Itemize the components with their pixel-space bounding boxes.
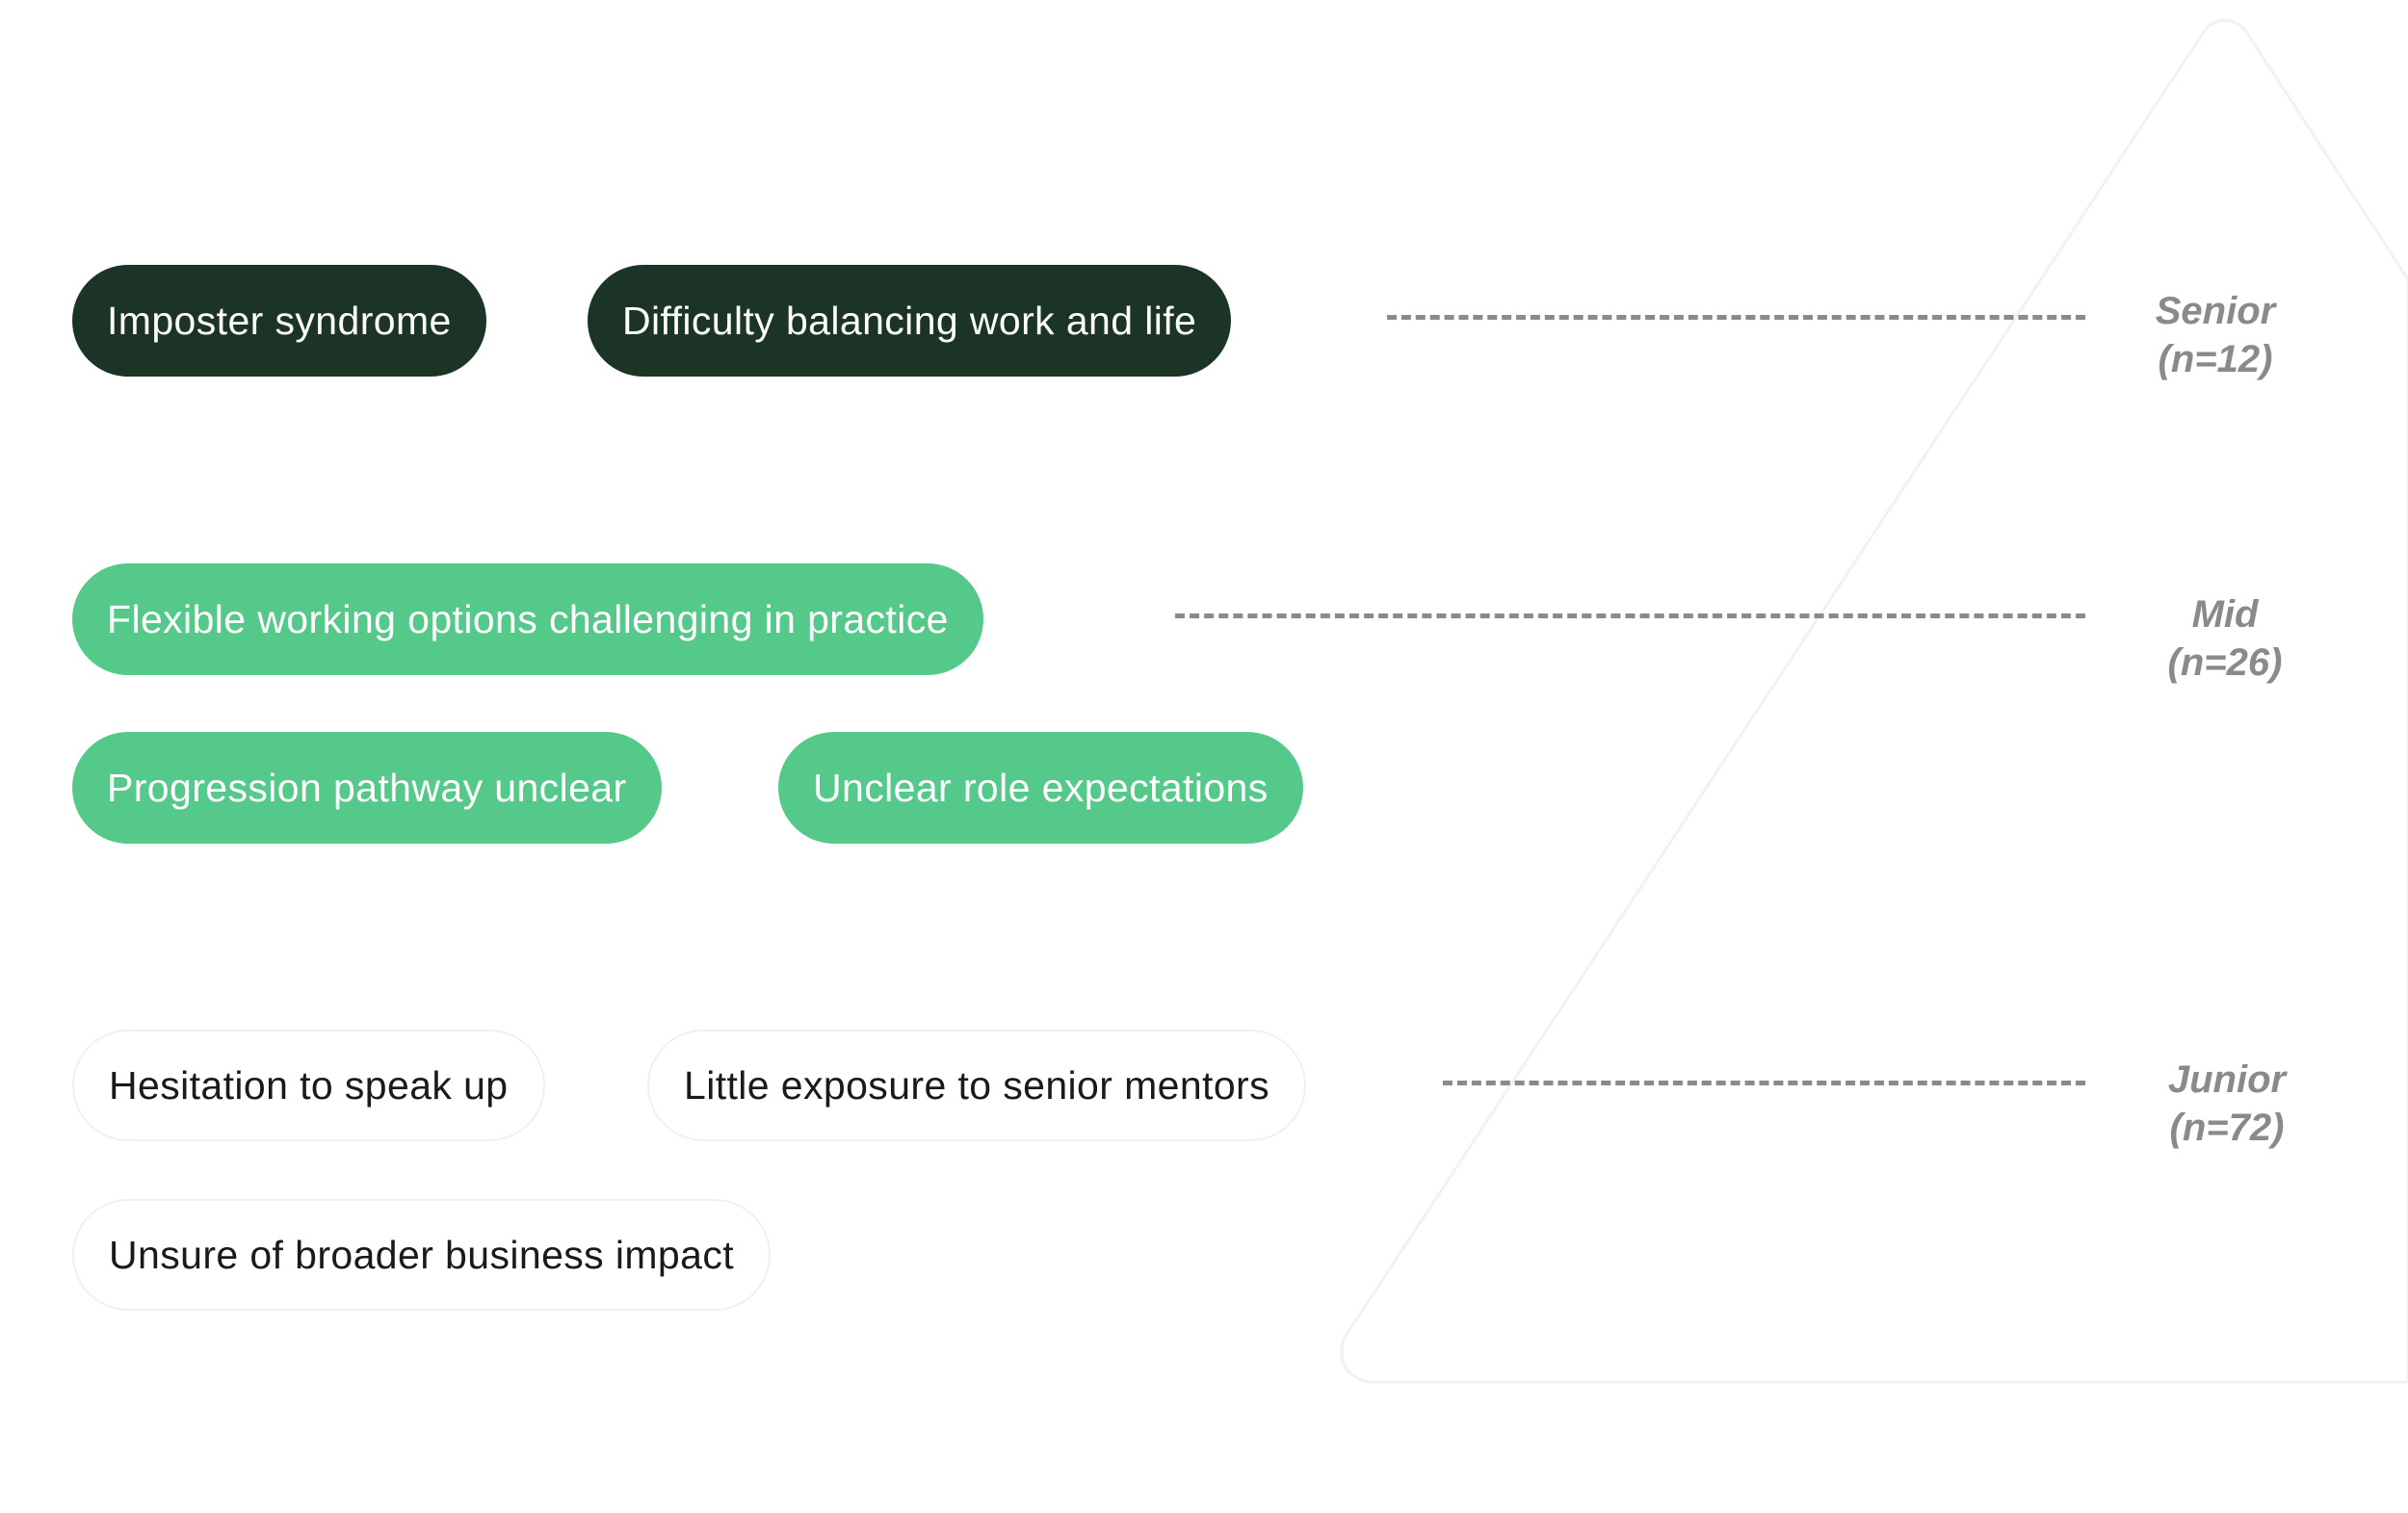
senior-level-count: (n=12): [2158, 338, 2273, 380]
senior-pill-work-life-balance: Difficulty balancing work and life: [588, 265, 1232, 377]
junior-level-count: (n=72): [2169, 1107, 2285, 1149]
mid-connector-line: [1175, 613, 2085, 618]
junior-level-label: Junior (n=72): [2131, 1056, 2323, 1152]
mid-level-label: Mid (n=26): [2129, 590, 2321, 687]
mid-level-count: (n=26): [2167, 641, 2283, 684]
mid-pill-flexible-working: Flexible working options challenging in …: [72, 563, 983, 675]
junior-pill-senior-mentors: Little exposure to senior mentors: [647, 1030, 1307, 1141]
senior-pill-imposter-syndrome: Imposter syndrome: [72, 265, 486, 377]
junior-connector-line: [1443, 1081, 2085, 1085]
junior-pill-hesitation: Hesitation to speak up: [72, 1030, 545, 1141]
mid-pill-role-expectations: Unclear role expectations: [778, 732, 1303, 844]
junior-level-name: Junior: [2167, 1058, 2287, 1101]
senior-level-label: Senior (n=12): [2119, 287, 2312, 383]
junior-pill-business-impact: Unsure of broader business impact: [72, 1199, 772, 1311]
mid-level-name: Mid: [2191, 593, 2259, 636]
senior-connector-line: [1387, 315, 2085, 320]
senior-level-name: Senior: [2155, 290, 2276, 332]
mid-pill-progression-pathway: Progression pathway unclear: [72, 732, 662, 844]
